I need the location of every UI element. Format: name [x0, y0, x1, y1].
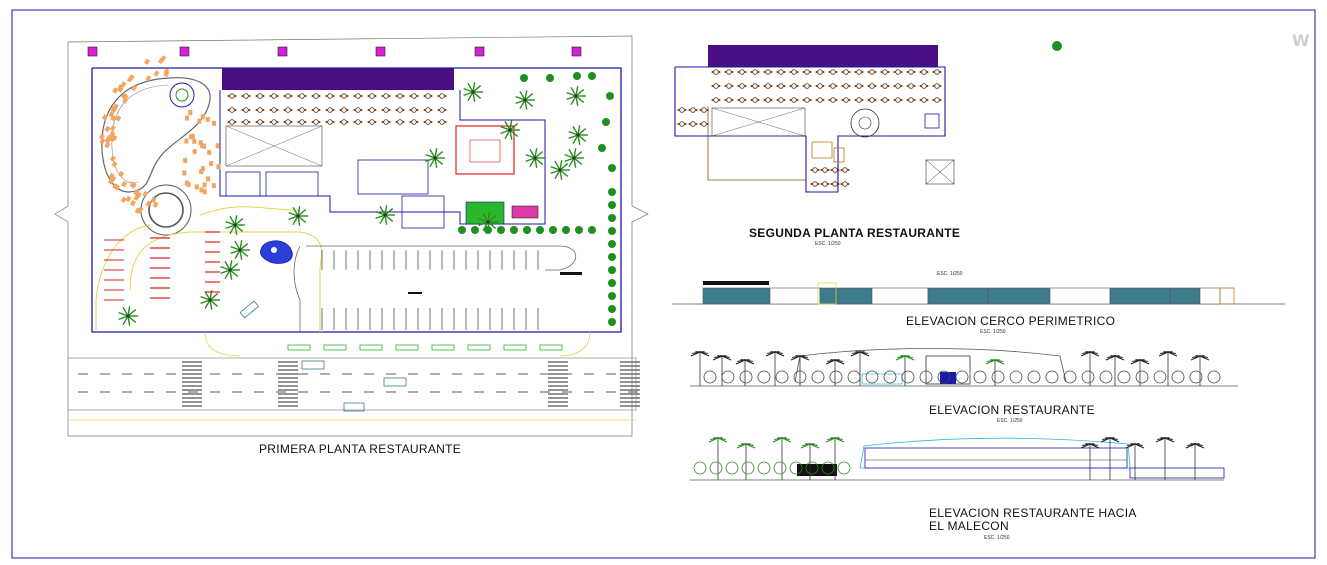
top-planters	[87, 46, 582, 57]
tree-icon	[1052, 41, 1062, 51]
elevacion-malecon-title-1: ELEVACION RESTAURANTE HACIA	[929, 506, 1137, 520]
trees	[118, 72, 616, 326]
roof-band	[222, 68, 454, 90]
primera-planta-title: PRIMERA PLANTA RESTAURANTE	[259, 442, 462, 456]
road-markings	[78, 373, 638, 393]
elevacion-cerco-scale: ESC. 1/250	[980, 329, 1006, 335]
elevacion-restaurante-title: ELEVACION RESTAURANTE	[929, 403, 1095, 417]
fence-panels	[702, 282, 1235, 305]
watermark: W	[1292, 31, 1310, 50]
upper-dining-tables	[677, 69, 942, 187]
pond	[260, 240, 293, 264]
segunda-planta-scale: ESC. 1/250	[815, 241, 841, 247]
segunda-planta-plan	[674, 41, 1062, 193]
car	[343, 402, 365, 412]
hedges	[458, 188, 616, 326]
dining-tables	[227, 93, 447, 125]
segunda-planta-title: SEGUNDA PLANTA RESTAURANTE	[749, 226, 961, 240]
beach-umbrellas	[98, 55, 221, 214]
elevacion-restaurante	[690, 348, 1238, 387]
elevacion-malecon-title-2: EL MALECON	[929, 519, 1009, 533]
elevacion-malecon	[690, 437, 1225, 481]
walkway	[129, 231, 323, 332]
elevacion-malecon-scale: ESC. 1/250	[984, 535, 1010, 541]
cerco-scale-top: ESC. 1/250	[937, 271, 963, 277]
primera-planta-plan	[54, 35, 649, 437]
building-elevation-2	[859, 437, 1131, 469]
roof-band-2	[708, 45, 938, 67]
elevation-trees	[690, 351, 1221, 386]
elevacion-cerco-title: ELEVACION CERCO PERIMETRICO	[906, 314, 1116, 328]
elevacion-restaurante-scale: ESC. 1/250	[997, 418, 1023, 424]
perimeter-wall	[91, 67, 622, 333]
spiral-stair	[850, 108, 880, 138]
terrace-outline	[707, 106, 806, 181]
car	[383, 377, 407, 387]
road	[67, 357, 637, 411]
car	[301, 360, 325, 370]
lounge-chairs	[104, 231, 220, 301]
crosswalks	[182, 361, 640, 407]
elevacion-cerco	[672, 281, 1285, 305]
sign	[560, 272, 582, 275]
sheet-border	[11, 9, 1316, 559]
fountain	[169, 82, 195, 108]
parking-stalls	[287, 250, 563, 351]
site-boundary	[54, 35, 649, 437]
elevation-trees-2	[693, 437, 1205, 480]
dance-floor	[455, 125, 515, 175]
building-elevation	[794, 348, 1067, 383]
